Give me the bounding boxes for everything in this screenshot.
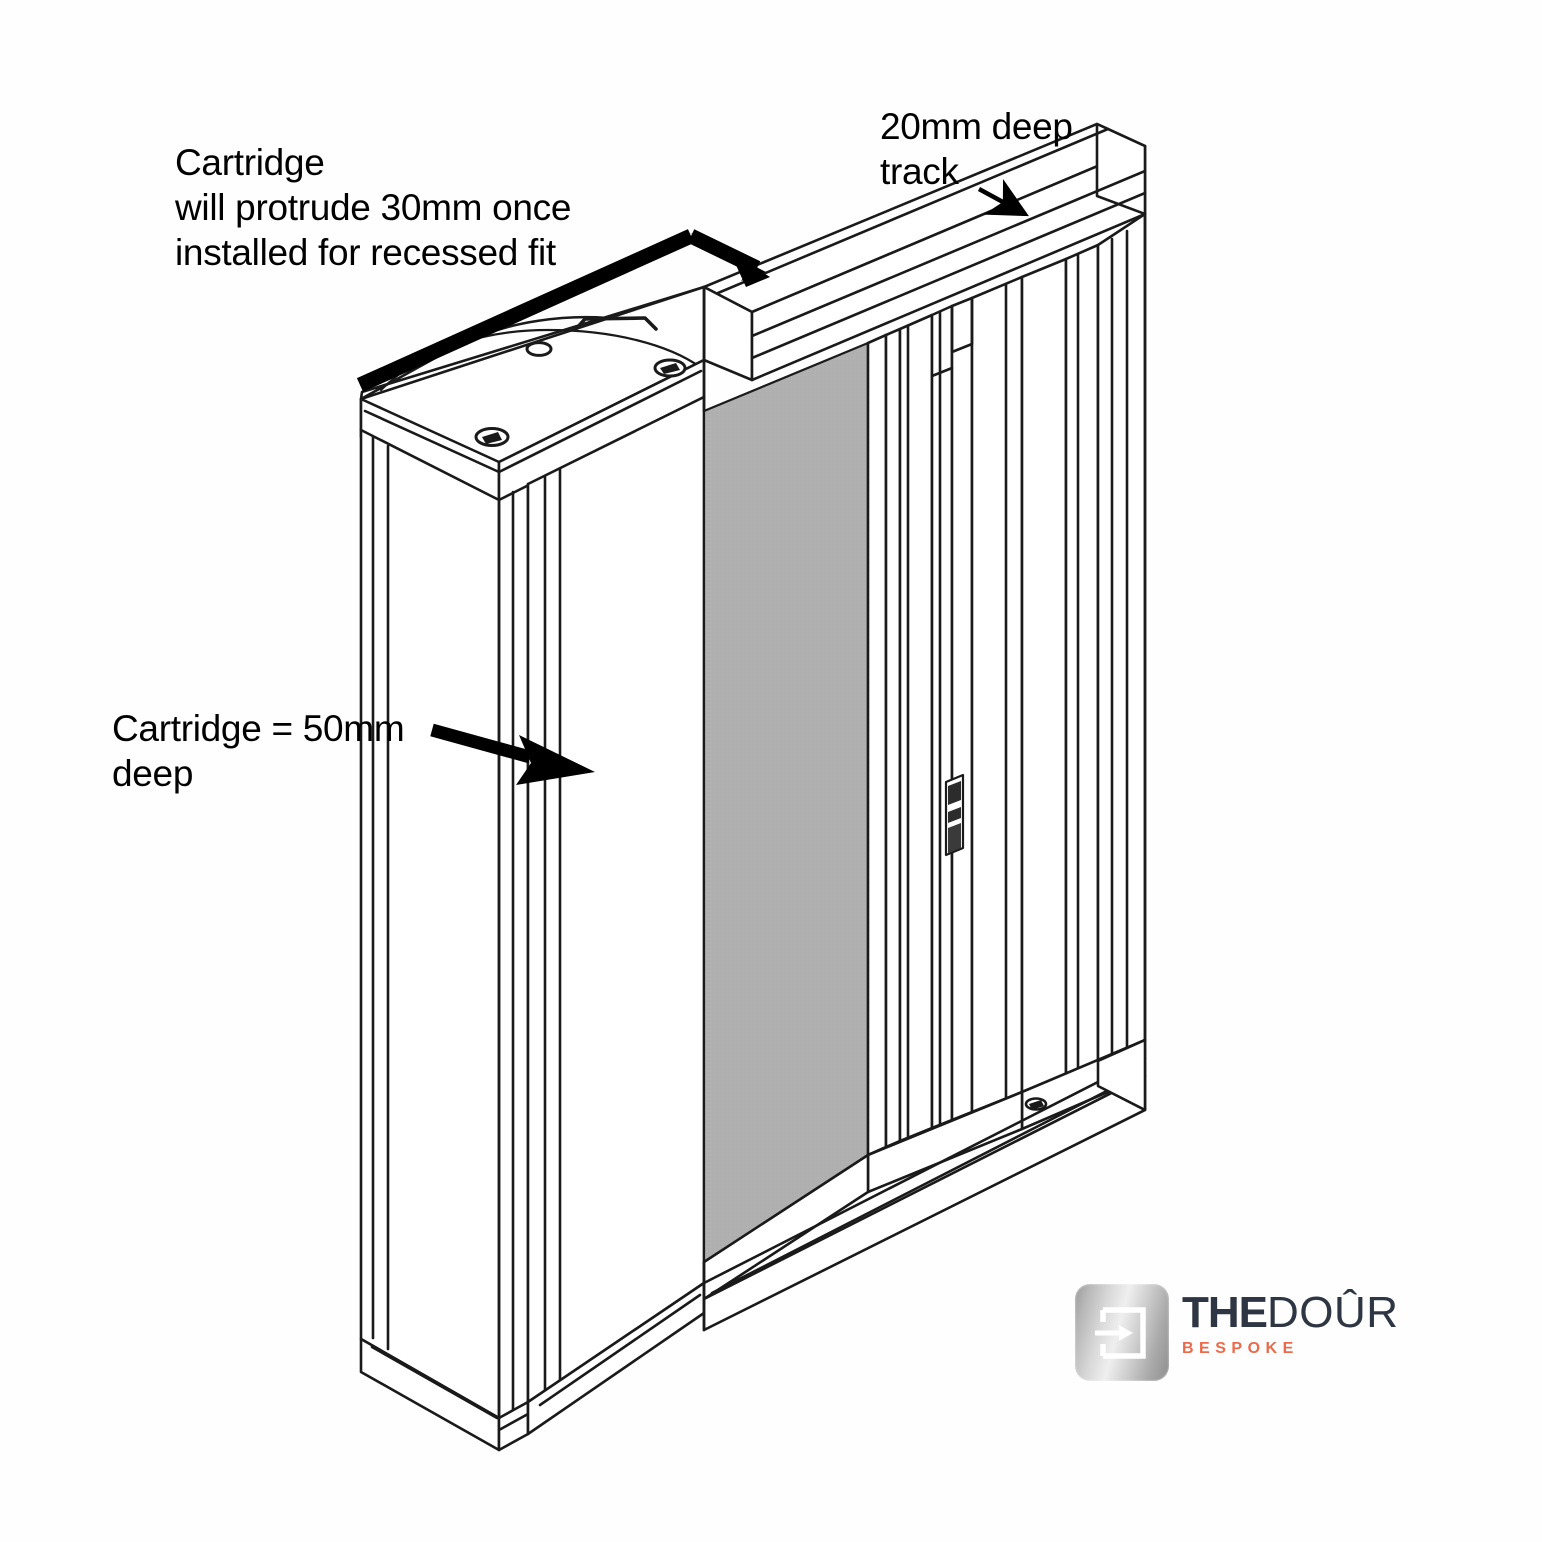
door-with-entering-arrow-icon: [1075, 1284, 1169, 1381]
annotation-cartridge-depth: Cartridge = 50mm deep: [112, 708, 405, 795]
depth-arrow-icon: [430, 723, 595, 785]
logo-dour-text: DOÛR: [1267, 1288, 1399, 1337]
bottom-rail: [702, 1038, 1147, 1332]
logo-wordmark: THEDOÛR BESPOKE: [1182, 1288, 1398, 1358]
logo-brand-line: THEDOÛR: [1182, 1288, 1398, 1337]
cartridge-top-cap: [359, 285, 706, 502]
logo-tagline: BESPOKE: [1182, 1340, 1299, 1357]
logo-the-text: THE: [1182, 1288, 1268, 1337]
door-panel-grey: [702, 341, 870, 1264]
track-arrow-icon: [977, 179, 1029, 217]
fixing-screws: [474, 341, 687, 447]
annotation-track-depth: 20mm deep track: [880, 106, 1073, 193]
annotation-cartridge-protrude: Cartridge will protrude 30mm once instal…: [175, 142, 572, 274]
brand-logo: THEDOÛR BESPOKE: [1075, 1281, 1398, 1385]
cartridge-body: [359, 395, 706, 1452]
door-leaf-and-jambs: [866, 212, 1147, 1157]
protrude-arrow-icon: [356, 229, 770, 392]
flush-pull-handle-icon: [944, 773, 965, 857]
overhead-track: [702, 122, 1147, 382]
